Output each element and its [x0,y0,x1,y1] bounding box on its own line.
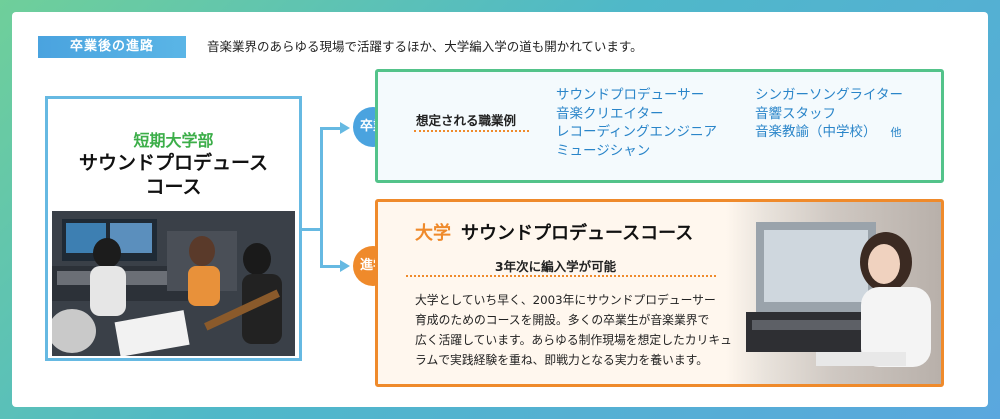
section-description: 音楽業界のあらゆる現場で活躍するほか、大学編入学の道も開かれています。 [207,39,643,54]
job-item: レコーディングエンジニア [556,124,718,140]
career-box: 想定される職業例 サウンドプロデューサー 音楽クリエイター レコーディングエンジ… [375,69,944,183]
connector-to-university [320,265,342,268]
course-box: 短期大学部 サウンドプロデュース コース [45,96,302,361]
university-subtitle: 3年次に編入学が可能 [494,259,617,274]
description-line: ラムで実践経験を重ね、即戦力となる実力を養います。 [415,353,709,367]
connector-stem [302,228,322,231]
description-line: 育成のためのコースを開設。多くの卒業生が音楽業界で [415,313,710,327]
job-list-2: シンガーソングライター 音響スタッフ 音楽教諭（中学校） 他 [755,86,903,143]
job-item: 音響スタッフ [755,105,836,122]
job-item: ミュージシャン [556,142,651,159]
career-label: 想定される職業例 [416,113,517,128]
section-tag: 卒業後の進路 [38,36,186,58]
university-box: 大学サウンドプロデュースコース 3年次に編入学が可能 大学としていち早く、200… [375,199,944,387]
university-course-name: サウンドプロデュースコース [461,223,694,244]
department-name: 短期大学部 [133,131,214,150]
description-line: 広く活躍しています。あらゆる制作現場を想定したカリキュ [415,333,732,347]
university-photo [726,202,941,384]
connector-to-graduate [320,127,342,130]
job-item: 音楽教諭（中学校） [755,124,877,140]
university-description: 大学としていち早く、2003年にサウンドプロデューサー 育成のためのコースを開設… [415,290,735,370]
course-title-line1: サウンドプロデュース [78,152,269,174]
university-subtitle-underline [406,275,716,277]
university-title: 大学サウンドプロデュースコース [415,219,693,245]
connector-vertical [320,127,323,267]
job-list-1: サウンドプロデューサー 音楽クリエイター レコーディングエンジニア ミュージシャ… [556,86,717,160]
job-item-with-other: 音楽教諭（中学校） 他 [755,123,903,143]
university-title-prefix: 大学 [415,223,451,244]
studio-photo-illustration [52,211,295,356]
career-label-underline [414,130,529,132]
university-photo-illustration [746,222,931,367]
job-item: シンガーソングライター [755,87,903,103]
arrow-to-university [340,260,350,272]
studio-photo [52,211,295,356]
job-item: 音楽クリエイター [556,105,664,122]
job-item: サウンドプロデューサー [556,87,705,103]
course-title-line2: コース [145,176,202,198]
arrow-to-graduate [340,122,350,134]
description-line: 大学としていち早く、2003年にサウンドプロデューサー [415,293,716,307]
course-title: サウンドプロデュース コース [48,151,299,199]
other-note: 他 [890,126,902,139]
